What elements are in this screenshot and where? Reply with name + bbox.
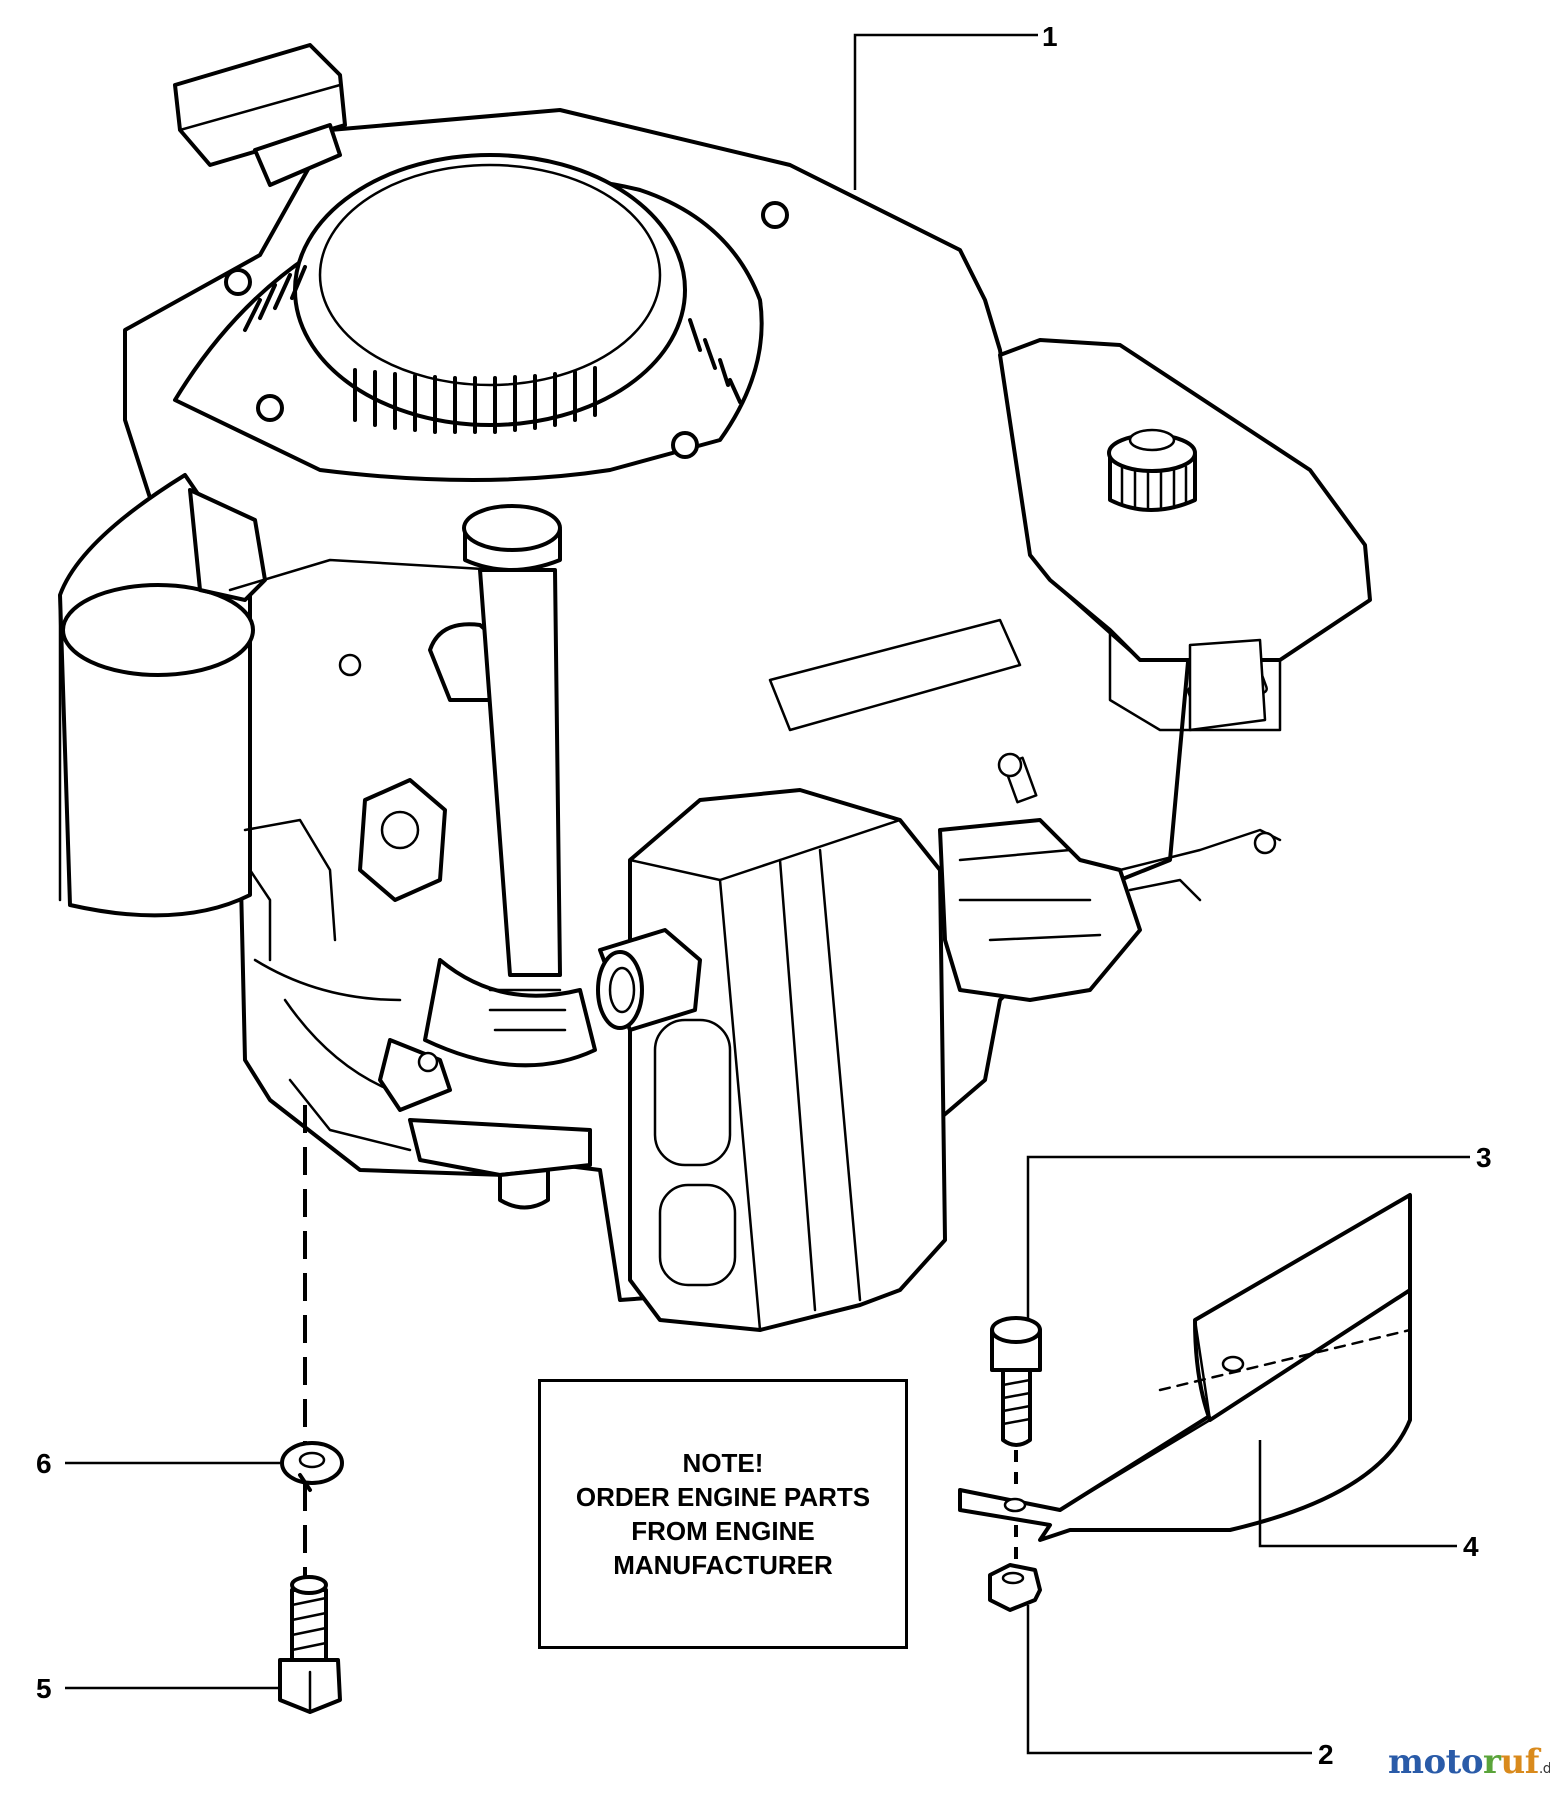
leader-1 — [853, 33, 1038, 190]
note-heading: NOTE! — [682, 1448, 764, 1478]
recoil-starter — [173, 153, 789, 482]
muffler — [596, 788, 947, 1332]
pull-handle — [173, 43, 347, 187]
lock-washer — [280, 1441, 344, 1492]
leader-3 — [1026, 1155, 1470, 1320]
heat-shield — [958, 1193, 1412, 1542]
callout-3: 3 — [1476, 1142, 1492, 1173]
note-line-2: FROM ENGINE — [631, 1516, 815, 1546]
note-line-1: ORDER ENGINE PARTS — [575, 1482, 871, 1512]
callout-1: 1 — [1042, 21, 1058, 52]
hex-nut — [988, 1563, 1042, 1612]
callout-4: 4 — [1463, 1531, 1479, 1562]
engine-drawing — [58, 43, 1372, 1332]
watermark-part-1: moto — [1388, 1742, 1484, 1782]
watermark-part-3: uf — [1500, 1742, 1539, 1782]
callout-2: 2 — [1318, 1739, 1334, 1770]
watermark-part-4: .de — [1538, 1761, 1550, 1777]
dipstick-tube — [378, 504, 597, 1210]
watermark-logo: motoruf.de — [1388, 1742, 1550, 1782]
leader-2 — [1026, 1605, 1312, 1755]
bolt-left — [278, 1575, 342, 1714]
fuel-cap — [1107, 428, 1197, 512]
air-cleaner — [58, 473, 267, 918]
note-line-3: MANUFACTURER — [613, 1550, 833, 1580]
leader-4 — [1258, 1440, 1457, 1548]
callout-6: 6 — [36, 1448, 52, 1479]
callout-5: 5 — [36, 1673, 52, 1704]
watermark-part-2: r — [1483, 1742, 1501, 1782]
note-box: NOTE! ORDER ENGINE PARTS FROM ENGINE MAN… — [538, 1379, 908, 1649]
bolt-right — [990, 1316, 1042, 1447]
